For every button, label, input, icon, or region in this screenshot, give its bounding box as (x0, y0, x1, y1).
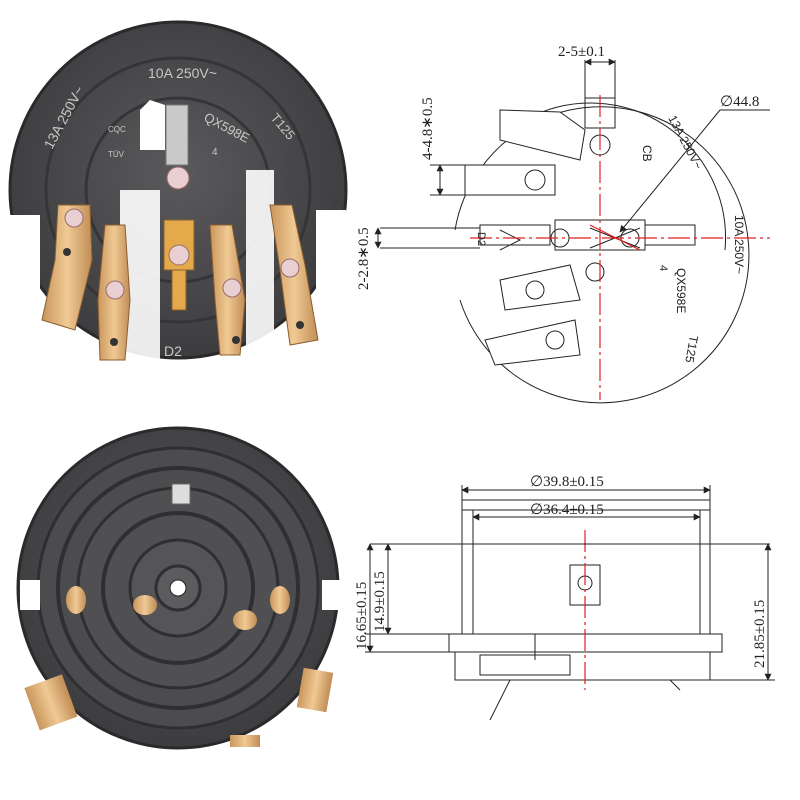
terminal-right-inner (209, 224, 246, 356)
drawing-rating-10a: 10A 250V~ (732, 215, 746, 274)
top-centerlines (470, 95, 770, 400)
drawing-rating-13a: 13A 250V~ (665, 113, 705, 172)
drawing-pin: D2 (475, 232, 487, 246)
terminal-center (163, 104, 195, 311)
dim-outer-dia: ∅39.8±0.15 (530, 474, 604, 490)
photo-tuv: TÜV (108, 150, 125, 159)
dim-slot-28: 2-2.8∗0.5 (356, 227, 372, 290)
side-dim-lines (365, 485, 775, 681)
top-view-photo: 13A 250V~ 10A 250V~ QX598E T125 CQC TÜV … (8, 20, 348, 370)
dim-h1: 16.65±0.15 (354, 582, 370, 650)
drawing-num: 4 (657, 265, 669, 271)
terminal-left-inner (97, 224, 131, 361)
drawing-temp: T125 (682, 334, 701, 364)
photo-num: 4 (212, 147, 218, 158)
photo-rating-10a: 10A 250V~ (148, 65, 217, 81)
dim-h2: 14.9±0.15 (372, 571, 388, 632)
top-view-drawing (454, 60, 750, 404)
drawing-model: QX598E (674, 268, 688, 313)
drawing-cb: CB (640, 145, 654, 162)
bottom-view-photo (16, 426, 342, 750)
terminal-left (41, 204, 93, 331)
dim-slot-45: 4-4.8∗0.5 (420, 97, 436, 160)
terminal-right (269, 204, 319, 346)
dim-h3: 21.85±0.15 (752, 600, 768, 668)
top-dim-lines (374, 58, 770, 249)
dim-inner-dia: ∅36.4±0.15 (530, 502, 604, 518)
photo-cert: CQC (108, 125, 126, 134)
photo-pin: D2 (164, 343, 182, 359)
dim-diameter: ∅44.8 (720, 94, 759, 110)
dim-pin-width: 2-5±0.1 (558, 44, 605, 60)
